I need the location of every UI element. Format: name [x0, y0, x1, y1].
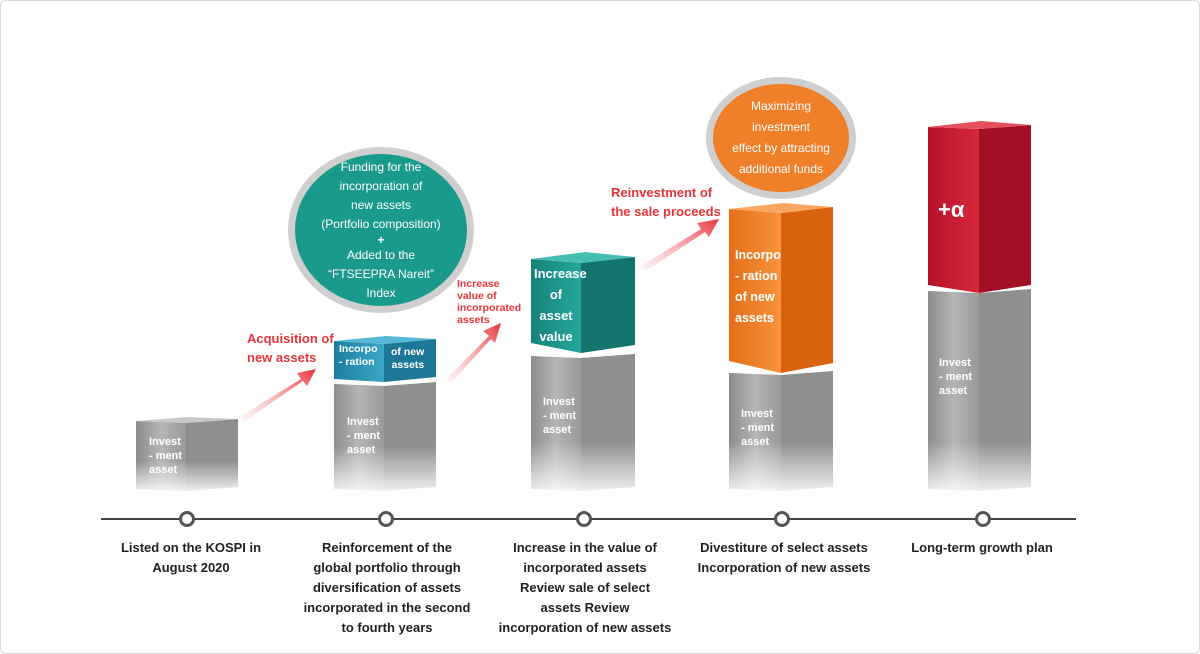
stage4-incorporation-label: Incorpo - ration of new assets [735, 248, 781, 325]
timeline-dot-3 [576, 511, 592, 527]
arrow-1 [241, 369, 316, 421]
stage5-invest-block [928, 121, 1031, 491]
note-acquisition: Acquisition of new assets [247, 331, 334, 365]
funding-bubble: Funding for the incorporation of new ass… [288, 147, 474, 313]
stage-5-label: Long-term growth plan [911, 540, 1053, 555]
stage-3-label: Increase in the value of incorporated as… [498, 540, 672, 635]
stage-1-label: Listed on the KOSPI in August 2020 [120, 540, 262, 575]
stage4-invest-block [729, 203, 833, 491]
note-increase-value: Increase value of incorporated assets [457, 278, 522, 326]
funding-bubble-plus: + [377, 232, 385, 247]
funding-bubble-text-1: Funding for the incorporation of new ass… [321, 159, 441, 231]
stage2-invest-label: Invest - ment asset [347, 416, 380, 456]
timeline-dot-4 [774, 511, 790, 527]
stage-2-label: Reinforcement of the global portfolio th… [303, 540, 471, 635]
maximizing-bubble-text: Maximizing investment effect by attracti… [732, 99, 830, 176]
stage5-plus-alpha: +α [938, 197, 965, 222]
arrow-2 [446, 323, 501, 383]
note-reinvestment: Reinvestment of the sale proceeds [611, 185, 721, 219]
maximizing-bubble: Maximizing investment effect by attracti… [706, 77, 856, 199]
stage3-invest-block [531, 252, 635, 491]
stage5-invest-label: Invest - ment asset [939, 357, 972, 397]
stage2-invest-block [334, 336, 436, 491]
stage1-invest-label: Invest - ment asset [149, 436, 182, 476]
stage-4-label: Divestiture of select assets Incorporati… [697, 540, 871, 575]
stage3-increase-label: Increase of asset value [534, 266, 587, 344]
funding-bubble-text-2: Added to the “FTSEEPRA Nareit” Index [327, 247, 434, 300]
timeline-dot-2 [378, 511, 394, 527]
timeline-dot-1 [179, 511, 195, 527]
timeline-dot-5 [975, 511, 991, 527]
stage1-invest-block [136, 417, 238, 491]
stage3-invest-label: Invest - ment asset [543, 396, 576, 436]
stage2-incorporation-left-label: Incorpo - ration [339, 343, 378, 368]
stage2-incorporation-right-label: of new assets [391, 346, 425, 371]
stage4-invest-label: Invest - ment asset [741, 408, 774, 448]
arrow-3 [641, 219, 719, 271]
